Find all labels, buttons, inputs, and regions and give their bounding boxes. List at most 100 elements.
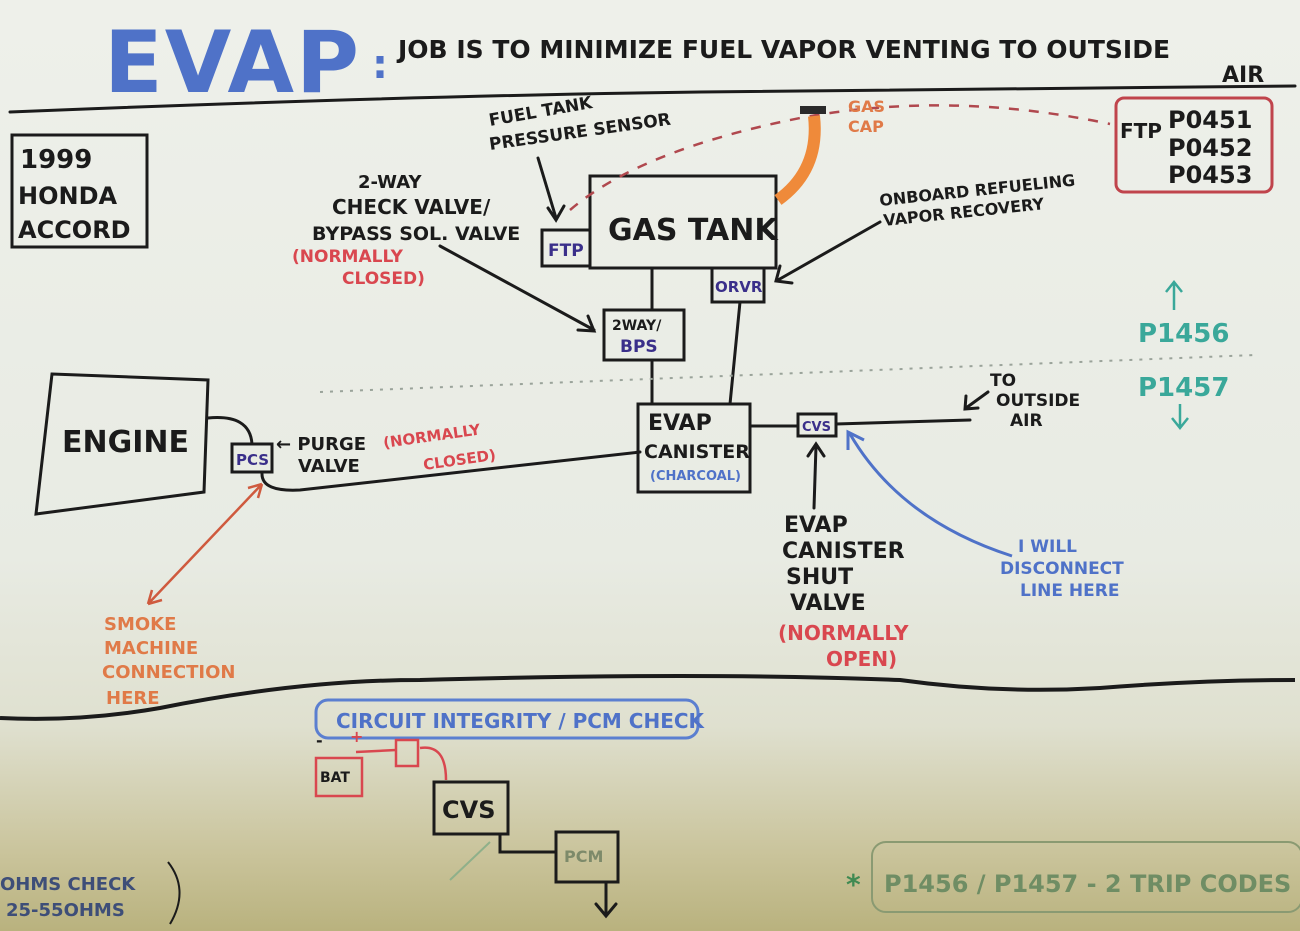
trip-codes-box xyxy=(871,841,1300,913)
outside-air-label: TO xyxy=(990,371,1016,391)
faded-arrow xyxy=(449,841,491,881)
ftp-codes-box xyxy=(1114,96,1274,194)
title: EVAP xyxy=(104,13,361,113)
canister-label-2: CANISTER xyxy=(644,441,750,463)
trip-codes-note: P1456 / P1457 - 2 TRIP CODES xyxy=(884,870,1291,898)
check-valve-label: 2-WAY xyxy=(358,172,422,193)
ftp-sensor-arrow xyxy=(536,156,566,223)
ftp-code-dashed-line xyxy=(569,104,1111,211)
check-valve-normally: (NORMALLY xyxy=(292,247,404,267)
ftp-label: FTP xyxy=(548,241,584,261)
canister-charcoal: (CHARCOAL) xyxy=(650,469,741,484)
subtitle-line1: JOB IS TO MINIMIZE FUEL VAPOR VENTING TO… xyxy=(396,35,1170,64)
shut-valve-label: EVAP xyxy=(784,513,848,538)
down-arrow-icon xyxy=(1171,404,1189,431)
code-p0451: P0451 xyxy=(1168,106,1252,134)
purge-valve-label-2: VALVE xyxy=(298,456,360,477)
check-valve-label-2: CHECK VALVE/ xyxy=(332,195,491,219)
smoke-label-4: HERE xyxy=(106,688,160,709)
bat-plus: + xyxy=(350,727,363,746)
pcs-label: PCS xyxy=(236,451,269,469)
gas-cap-label-2: CAP xyxy=(848,117,884,136)
cvs-box xyxy=(796,412,838,438)
bat-minus: - xyxy=(316,731,323,750)
disconnect-label-3: LINE HERE xyxy=(1020,581,1119,601)
cvs-label: CVS xyxy=(802,420,831,435)
up-arrow-icon xyxy=(1165,279,1183,310)
vent-line xyxy=(748,418,972,428)
gas-tank-label: GAS TANK xyxy=(608,213,779,248)
circuit-title: CIRCUIT INTEGRITY / PCM CHECK xyxy=(336,709,706,733)
cvs-pcm-wire xyxy=(498,832,558,854)
orvr-label: ORVR xyxy=(715,278,763,296)
purge-normally: (NORMALLY xyxy=(382,420,483,452)
outside-air-label-2: OUTSIDE xyxy=(996,391,1080,411)
smoke-arrow xyxy=(146,482,264,606)
pcm-label: PCM xyxy=(564,847,603,866)
shut-valve-arrow xyxy=(806,441,826,510)
engine-line xyxy=(206,416,254,446)
dotted-divider xyxy=(319,354,1256,393)
gas-cap-icon xyxy=(800,106,826,114)
title-colon: : xyxy=(372,42,388,88)
outside-air-arrow xyxy=(963,390,990,411)
smoke-label-3: CONNECTION xyxy=(102,662,236,683)
circuit-title-box xyxy=(314,698,700,740)
vehicle-model: ACCORD xyxy=(18,216,131,244)
shut-valve-normally: (NORMALLY xyxy=(778,621,909,645)
smoke-label-2: MACHINE xyxy=(104,638,198,659)
filler-neck xyxy=(774,115,821,205)
evap-canister-box xyxy=(636,402,752,494)
ground-icon xyxy=(594,880,618,919)
code-p1457: P1457 xyxy=(1138,373,1229,403)
purge-valve-label: ← PURGE xyxy=(276,434,366,455)
check-valve-label-3: BYPASS SOL. VALVE xyxy=(312,223,520,245)
tank-lines xyxy=(650,266,742,406)
battery-wire xyxy=(355,746,448,781)
battery-box xyxy=(314,756,364,798)
orvr-arrow xyxy=(774,220,882,285)
vehicle-box xyxy=(10,133,149,249)
subtitle-line2: AIR xyxy=(1222,63,1264,88)
engine-label: ENGINE xyxy=(62,425,189,460)
pcs-box xyxy=(230,442,274,474)
code-p1456: P1456 xyxy=(1138,319,1229,349)
ohms-range-label: 25-55OHMS xyxy=(6,900,125,921)
bottom-divider xyxy=(0,674,1296,721)
gas-tank-box xyxy=(588,174,778,270)
disconnect-label: I WILL xyxy=(1018,537,1077,557)
two-way-box xyxy=(602,308,686,362)
two-way-bps-label: BPS xyxy=(620,337,658,357)
shut-valve-label-4: VALVE xyxy=(790,591,866,616)
fuse-icon xyxy=(394,738,420,768)
shut-valve-label-2: CANISTER xyxy=(782,539,905,564)
smoke-label: SMOKE xyxy=(104,614,176,635)
disconnect-label-2: DISCONNECT xyxy=(1000,559,1124,579)
circuit-cvs-label: CVS xyxy=(442,796,495,824)
code-p0453: P0453 xyxy=(1168,161,1252,189)
orvr-box xyxy=(710,266,766,304)
circuit-cvs-box xyxy=(432,780,510,836)
purge-line xyxy=(260,450,642,492)
vehicle-year: 1999 xyxy=(20,145,92,175)
engine-box xyxy=(34,372,210,516)
outside-air-label-3: AIR xyxy=(1010,411,1043,431)
check-valve-arrow xyxy=(438,244,597,333)
check-valve-closed: CLOSED) xyxy=(342,269,425,289)
star-icon: * xyxy=(846,868,861,901)
code-p0452: P0452 xyxy=(1168,134,1252,162)
ftp-box xyxy=(540,228,592,268)
gas-cap-label: GAS xyxy=(848,97,885,116)
two-way-label: 2WAY/ xyxy=(612,318,662,334)
vehicle-make: HONDA xyxy=(18,182,117,210)
disconnect-arrow xyxy=(846,429,1013,558)
shut-valve-open: OPEN) xyxy=(826,647,897,671)
ohms-check-label: OHMS CHECK xyxy=(0,874,136,895)
codes-ftp-label: FTP xyxy=(1120,119,1162,143)
pcm-box xyxy=(554,830,620,884)
canister-label: EVAP xyxy=(648,411,712,436)
shut-valve-label-3: SHUT xyxy=(786,565,853,590)
header-divider xyxy=(8,84,1297,114)
